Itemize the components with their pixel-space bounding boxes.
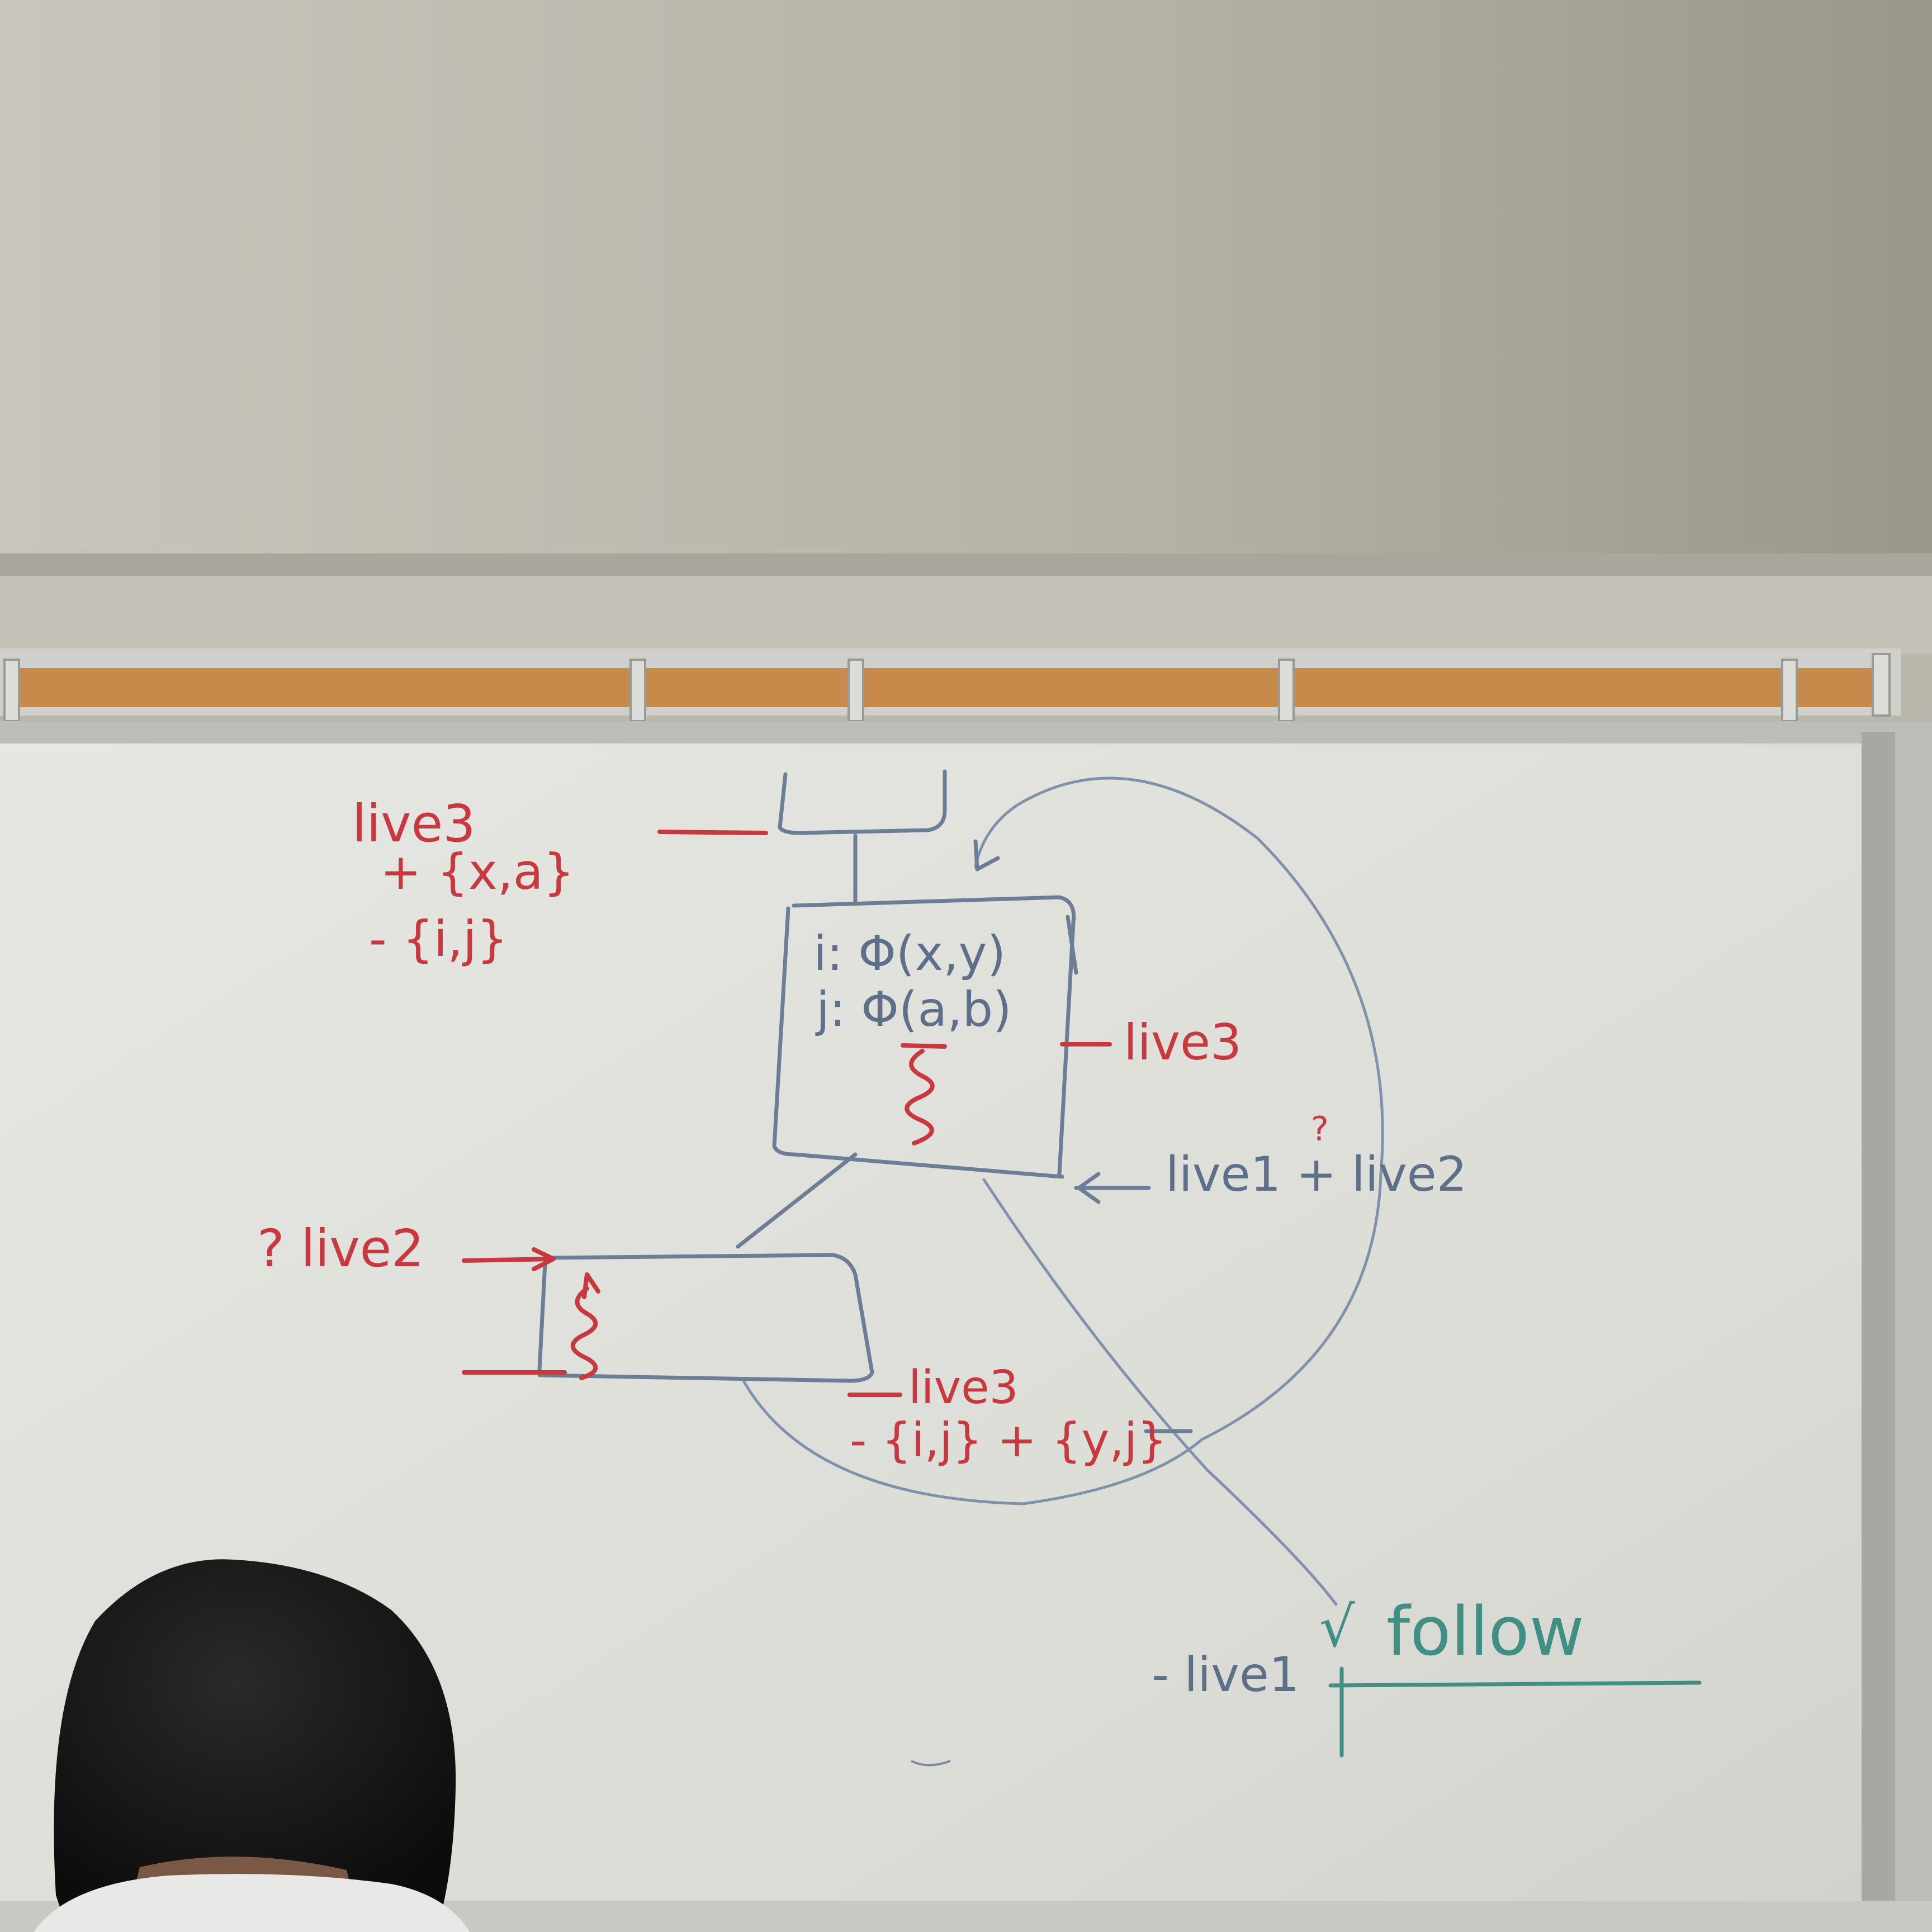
live2-question-mark: ?: [1311, 1110, 1329, 1149]
whiteboard-right-edge: [1862, 732, 1895, 1932]
right-live3: live3: [1124, 1014, 1242, 1071]
diagram-blue-strokes: [537, 769, 1384, 1606]
top-left-minus-set: - {i,j}: [369, 910, 508, 968]
cork-strip: [11, 668, 1873, 707]
green-horizontal: [1328, 1680, 1702, 1688]
red-squiggle-phi: [901, 1043, 947, 1145]
loop-arrowhead: [973, 839, 1000, 872]
hoodie: [34, 1874, 470, 1932]
wall: [0, 0, 1932, 559]
phi-block: [772, 895, 1078, 1179]
red-squiggle-lower: [570, 1272, 600, 1380]
follow-checkmark: √: [1319, 1594, 1355, 1660]
live1-plus-live2: live1 + live2: [1166, 1147, 1467, 1202]
smudge-mark: [911, 1760, 951, 1767]
phi-line-i: i: Φ(x,y): [813, 926, 1006, 982]
wall-ledge: [0, 553, 1932, 576]
bottom-live1: - live1: [1152, 1647, 1300, 1703]
wall-lower: [0, 576, 1932, 654]
phi-line-j: j: Φ(a,b): [815, 982, 1012, 1038]
arrow-into-block: [1074, 1172, 1151, 1204]
loop-arc: [742, 776, 1384, 1505]
diagram-green-strokes: [1328, 1666, 1702, 1758]
left-live2: ? live2: [257, 1219, 424, 1278]
lower-formula: - {i,j} + {y,j}: [850, 1413, 1167, 1467]
lower-live3: live3: [908, 1361, 1019, 1414]
top-block: [778, 769, 947, 835]
lower-block: [537, 1253, 874, 1383]
diagram-red-strokes: [462, 830, 1112, 1397]
red-line-top: [657, 830, 768, 835]
top-left-plus-set: + {x,a}: [380, 843, 575, 901]
red-arrow-left: [462, 1247, 556, 1271]
rail-clips: [3, 653, 1891, 722]
top-left-live3: live3: [352, 794, 476, 854]
person-head: [34, 1559, 470, 1932]
edge-to-lower: [736, 1152, 858, 1249]
follow-label: follow: [1386, 1593, 1584, 1671]
hair: [54, 1559, 456, 1912]
edge-diagonal: [982, 1178, 1338, 1606]
